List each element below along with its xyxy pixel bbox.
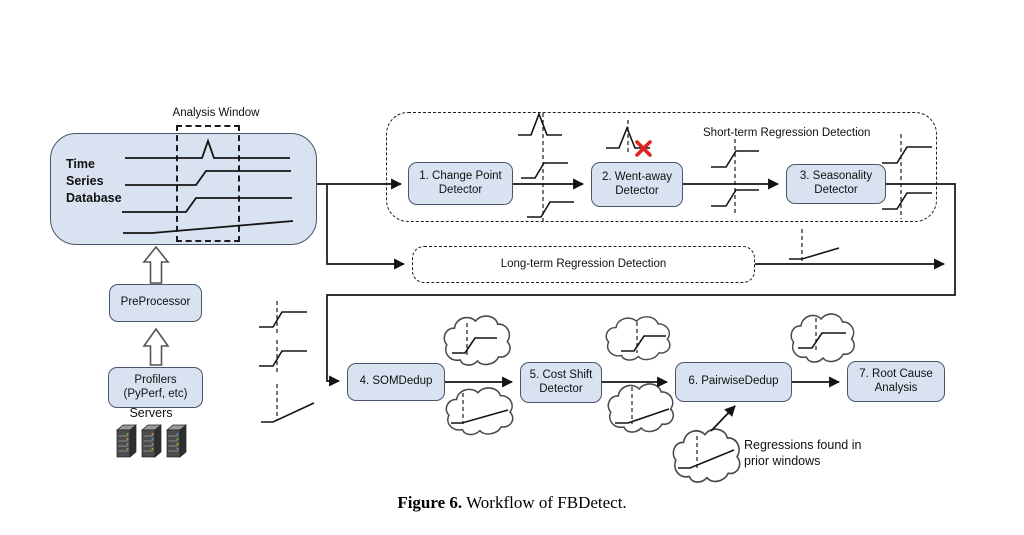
cloud-icon [443,315,511,366]
cloud-step-glyph [452,323,497,355]
cloud-step-glyph [621,322,666,353]
change-point-detector-box: 1. Change Point Detector [408,162,513,205]
went-away-detector-label: 2. Went-away Detector [601,170,673,197]
went-away-detector-box: 2. Went-away Detector [591,162,683,207]
cloud-ramp-glyph [615,387,670,424]
prior-windows-annotation: Regressions found in prior windows [744,438,862,468]
server-rack-icon [116,424,137,458]
cloud-ramp-glyph [451,393,509,424]
connector-priorwindows-to-pairwise [710,405,736,432]
change-point-detector-label: 1. Change Point Detector [419,169,502,196]
cloud-icon [607,383,675,433]
cloud-step-glyph [798,318,846,351]
long-term-ramp-glyph [789,229,840,261]
servers-label: Servers [129,406,173,420]
preprocessor-box: PreProcessor [109,284,202,322]
root-cause-analysis-box: 7. Root Cause Analysis [847,361,945,402]
pairwisededup-box: 6. PairwiseDedup [675,362,792,402]
seasonality-detector-label: 3. Seasonality Detector [799,170,873,196]
cost-shift-detector-box: 5. Cost Shift Detector [520,362,602,403]
cloud-icon [445,387,514,436]
root-cause-analysis-label: 7. Root Cause Analysis [859,367,933,394]
preprocessor-label: PreProcessor [120,296,191,309]
cloud-ramp-glyph [678,436,735,470]
analysis-window-box [176,125,240,242]
time-series-database-label: Time Series Database [66,157,122,205]
profilers-label: Profilers (PyPerf, etc) [123,373,188,400]
server-rack-icon [166,424,187,458]
cloud-icon [790,313,855,363]
short-term-regression-label: Short-term Regression Detection [703,127,871,139]
long-term-regression-label: Long-term Regression Detection [500,258,667,271]
somdedup-input-glyphs [259,301,315,423]
cloud-icon [605,316,671,361]
long-term-regression-container: Long-term Regression Detection [412,246,755,283]
analysis-window-label: Analysis Window [172,107,260,119]
figure-caption: Figure 6. Workflow of FBDetect. [0,493,1024,513]
figure-caption-text: Workflow of FBDetect. [462,493,627,512]
somdedup-label: 4. SOMDedup [359,375,433,388]
profilers-box: Profilers (PyPerf, etc) [108,367,203,408]
up-arrow-icon [142,245,170,284]
cost-shift-detector-label: 5. Cost Shift Detector [529,368,593,395]
cloud-icon [672,428,741,483]
server-rack-icon [141,424,162,458]
pairwisededup-label: 6. PairwiseDedup [688,375,779,388]
seasonality-detector-box: 3. Seasonality Detector [786,164,886,204]
figure-caption-number: Figure 6. [397,493,463,512]
up-arrow-icon [142,327,170,366]
somdedup-box: 4. SOMDedup [347,363,445,401]
